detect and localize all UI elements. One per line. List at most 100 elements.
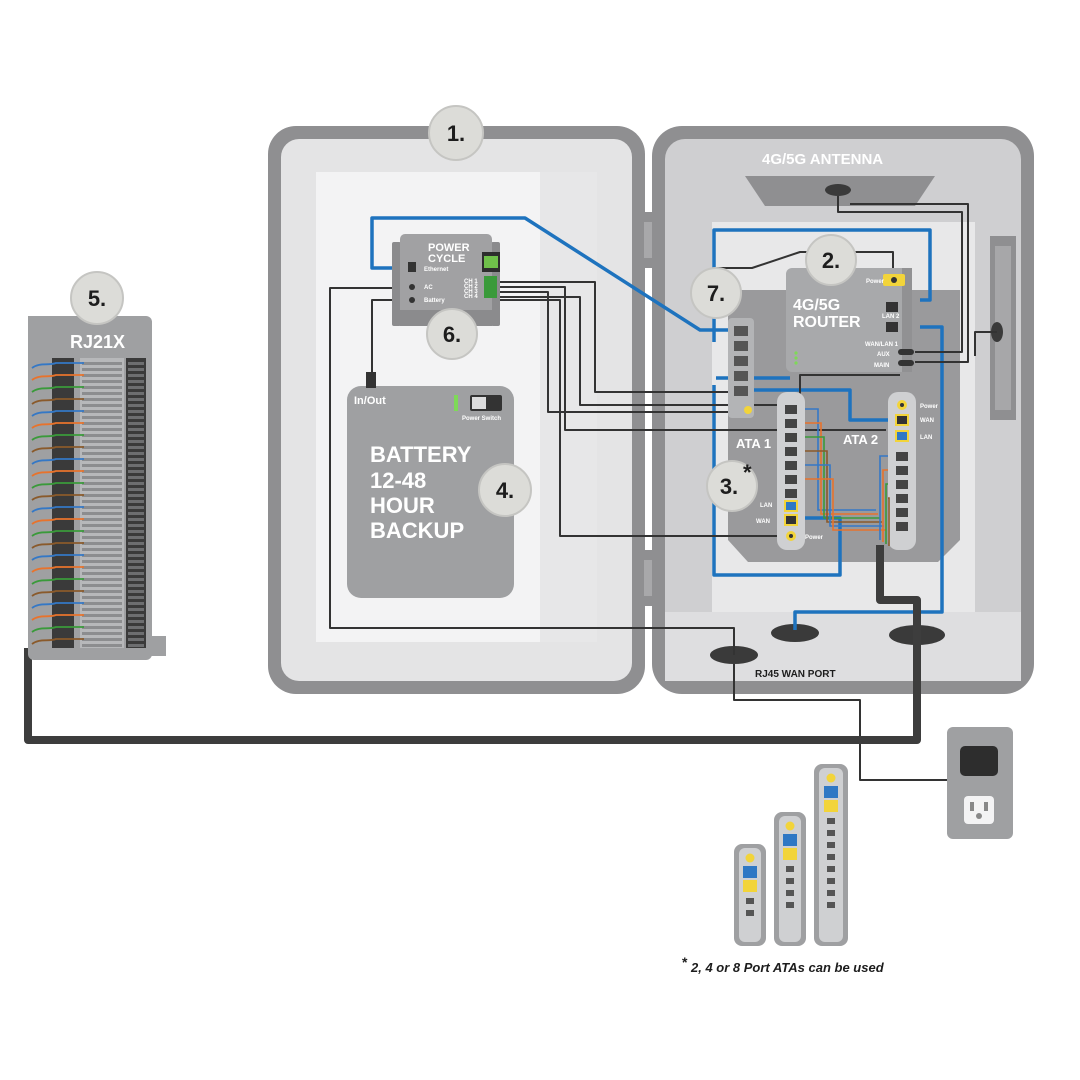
rj21x-wire [31,398,84,405]
footnote-text: 2, 4 or 8 Port ATAs can be used [690,960,885,975]
ch2-label: CH 2 [464,284,478,290]
rj21x-terminal-row [128,494,144,497]
rj21x-terminal-row [82,554,122,557]
svg-text:6.: 6. [443,322,461,347]
battery-title-2: 12-48 [370,468,426,493]
rj21x-wire [31,506,84,513]
rj21x-wire [31,494,84,501]
ata1-power-label: Power [805,535,824,541]
wan-lan1-label: WAN/LAN 1 [865,342,899,348]
rj21x-wire [31,554,84,561]
rj21x-wire [31,458,84,465]
rj21x-terminal-rows [31,362,144,647]
battery-port-label: Battery [424,298,445,304]
rj21x-terminal-row [128,602,144,605]
rj21x-terminal-row [82,500,122,503]
svg-text:4.: 4. [496,478,514,503]
ata2-lan-label: LAN [920,435,932,441]
rj21x-terminal-row [82,398,122,401]
rj21x-terminal-row [82,386,122,389]
rj21x-terminal-row [128,584,144,587]
badge-7: 7. [690,267,742,319]
router-title-1: 4G/5G [793,297,840,314]
rj21x-terminal-row [128,470,144,473]
badge-1: 1. [428,105,484,161]
rj21x-terminal-row [82,404,122,407]
main-label: MAIN [874,363,889,369]
rj21x-terminal-row [128,524,144,527]
rj21x-terminal-row [82,614,122,617]
rj21x-terminal-row [128,644,144,647]
svg-text:3.: 3. [720,474,738,499]
rj21x-wire [31,590,84,597]
rj21x-terminal-row [128,500,144,503]
ch3-label: CH 3 [464,289,478,295]
rj21x-terminal-row [128,422,144,425]
aux-label: AUX [877,352,890,358]
rj21x-terminal-row [128,464,144,467]
rj21x-terminal-row [82,476,122,479]
rj21x-terminal-row [82,548,122,551]
rj21x-terminal-row [82,524,122,527]
rj21x-terminal-row [128,626,144,629]
rj21x-wire [31,446,84,453]
rj21x-terminal-row [128,632,144,635]
svg-text:2.: 2. [822,248,840,273]
rj21x-terminal-row [128,554,144,557]
rj21x-terminal-row [82,608,122,611]
rj21x-terminal-row [82,368,122,371]
power-cycle-title-2: CYCLE [428,253,465,265]
footnote-asterisk: * [682,954,688,970]
rj21x-terminal-row [82,458,122,461]
ch1-label: CH 1 [464,279,478,285]
rj21x-terminal-row [128,404,144,407]
lan2-label: LAN 2 [882,314,900,320]
rj21x-terminal-row [128,566,144,569]
power-switch-label: Power Switch [462,416,501,422]
rj21x-wire [31,470,84,477]
svg-text:5.: 5. [88,286,106,311]
rj21x-terminal-row [128,638,144,641]
wall-outlet [947,727,1013,839]
rj21x-terminal-row [128,368,144,371]
ata-2: Power WAN LAN [888,392,939,550]
rj21x-terminal-row [82,620,122,623]
rj21x-terminal-row [82,416,122,419]
rj21x-terminal-row [82,374,122,377]
rj21x-terminal-row [128,428,144,431]
ata-size-options [734,764,848,946]
battery-title-4: BACKUP [370,518,464,543]
rj21x-terminal-row [128,476,144,479]
rj21x-wire [31,530,84,537]
rj21x-terminal-row [82,572,122,575]
rj21x-terminal-row [82,392,122,395]
ethernet-port-label: Ethernet [424,267,448,273]
rj21x-terminal-row [128,506,144,509]
rj21x-terminal-row [128,530,144,533]
badge-2: 2. [805,234,857,286]
rj21x-terminal-row [128,614,144,617]
rj21x-terminal-row [82,542,122,545]
rj21x-wire [31,374,84,381]
in-out-label: In/Out [354,395,386,407]
rj21x-terminal-row [82,590,122,593]
router-power-label: Power [866,279,885,285]
rj45-wan-port-label: RJ45 WAN PORT [755,669,836,680]
ata-1: LAN WAN Power [756,392,824,550]
rj21x-terminal-row [128,590,144,593]
badge-5: 5. [70,271,124,325]
antenna [745,176,935,206]
svg-text:7.: 7. [707,281,725,306]
rj21x-wire [31,626,84,633]
rj21x-terminal-row [128,410,144,413]
rj21x-terminal-row [128,416,144,419]
rj21x-terminal-row [82,452,122,455]
rj21x-terminal-row [82,380,122,383]
rj21x-title: RJ21X [70,332,125,352]
rj21x-terminal-row [82,422,122,425]
rj21x-terminal-row [128,578,144,581]
rj21x-terminal-row [82,362,122,365]
rj21x-terminal-row [82,644,122,647]
rj21x-terminal-row [128,560,144,563]
rj21x-terminal-row [82,632,122,635]
